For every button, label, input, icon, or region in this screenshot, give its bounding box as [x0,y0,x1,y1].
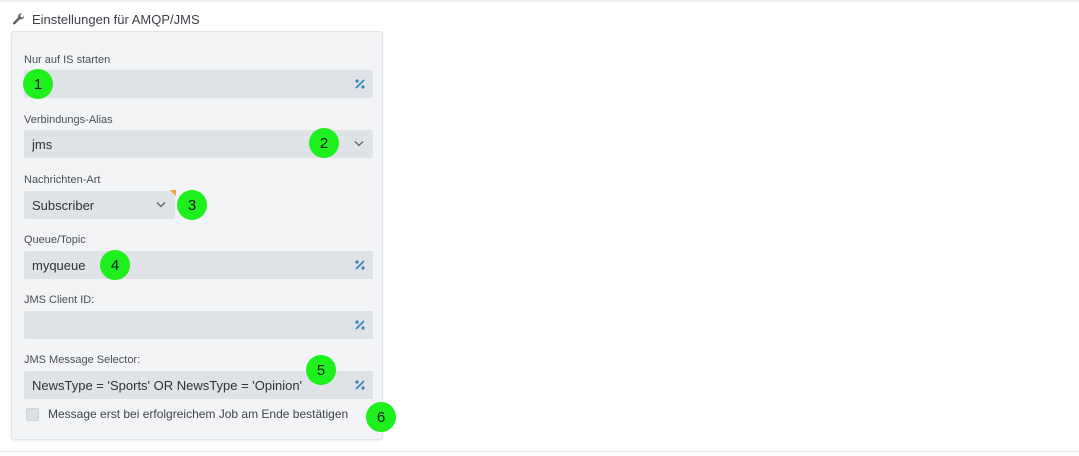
marker-4: 4 [100,250,130,280]
connection-alias-value: jms [32,136,53,152]
marker-6: 6 [366,402,396,432]
modified-flag [170,190,176,196]
queue-topic-input[interactable]: myqueue [24,251,373,279]
connection-alias-label: Verbindungs-Alias [24,114,113,126]
variable-percent-icon[interactable] [354,379,366,391]
variable-percent-icon[interactable] [354,259,366,271]
variable-percent-icon[interactable] [354,319,366,331]
start-on-is-input[interactable] [24,70,373,98]
confirm-checkbox-label: Message erst bei erfolgreichem Job am En… [48,407,349,421]
top-divider [0,0,1079,2]
section-header[interactable]: Einstellungen für AMQP/JMS [12,10,200,28]
confirm-checkbox[interactable] [26,407,39,421]
message-type-label: Nachrichten-Art [24,174,101,186]
bottom-divider [0,451,1079,452]
confirm-checkbox-row[interactable]: Message erst bei erfolgreichem Job am En… [26,407,348,421]
client-id-label: JMS Client ID: [24,294,95,306]
marker-5: 5 [306,355,336,385]
chevron-down-icon[interactable] [354,140,364,147]
message-selector-label: JMS Message Selector: [24,354,141,366]
queue-topic-label: Queue/Topic [24,234,86,246]
message-type-value: Subscriber [32,197,95,213]
marker-1: 1 [23,69,53,99]
wrench-icon [12,12,26,26]
message-selector-value: NewsType = 'Sports' OR NewsType = 'Opini… [32,377,303,393]
chevron-down-icon[interactable] [156,201,166,208]
message-type-select[interactable]: Subscriber [24,190,176,219]
client-id-input[interactable] [24,311,373,339]
variable-percent-icon[interactable] [354,78,366,90]
section-title: Einstellungen für AMQP/JMS [32,11,200,27]
marker-2: 2 [309,128,339,158]
queue-topic-value: myqueue [32,257,86,273]
start-on-is-label: Nur auf IS starten [24,54,111,66]
marker-3: 3 [177,190,207,220]
